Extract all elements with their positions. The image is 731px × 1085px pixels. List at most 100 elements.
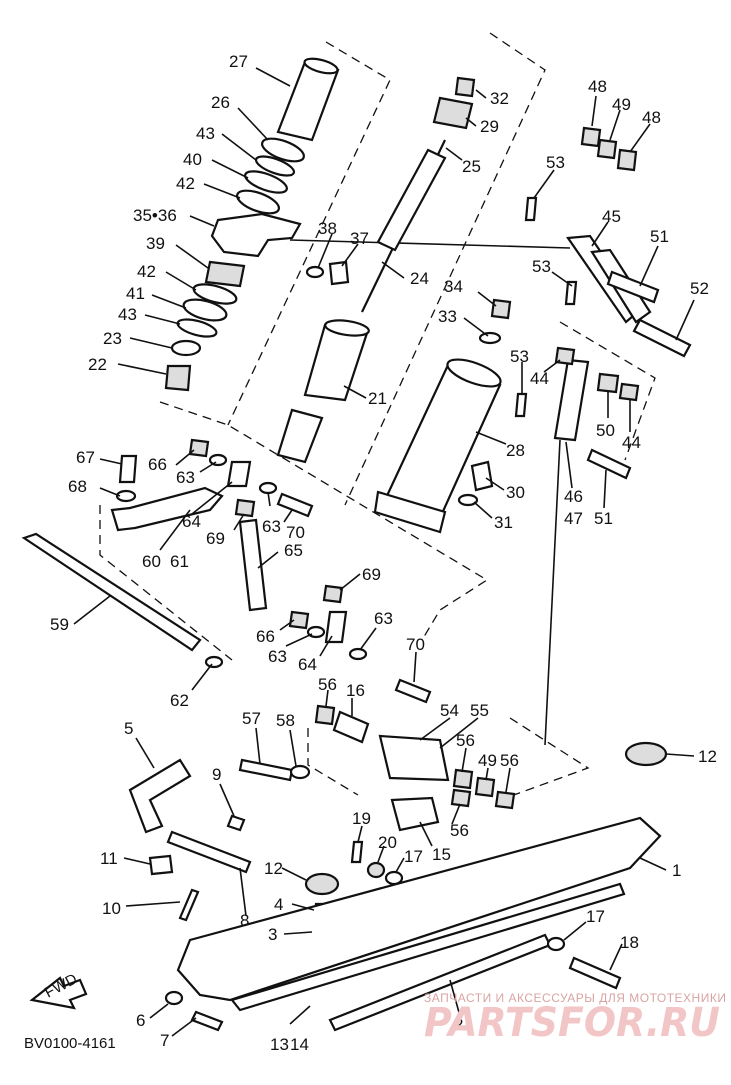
part-49-bushing — [596, 138, 618, 160]
label-63d: 63 — [374, 609, 393, 628]
label-65: 65 — [284, 541, 303, 560]
label-13: 13 — [270, 1035, 289, 1054]
label-31: 31 — [494, 513, 513, 532]
part-9-pin — [226, 814, 246, 832]
part-6-washer — [164, 990, 184, 1006]
part-31-washer — [457, 493, 479, 507]
label-42: 42 — [176, 174, 195, 193]
label-33: 33 — [438, 307, 457, 326]
label-8: 8 — [240, 911, 249, 930]
label-17b: 17 — [586, 907, 605, 926]
label-32: 32 — [490, 89, 509, 108]
part-10-bolt — [178, 888, 200, 922]
label-39: 39 — [146, 234, 165, 253]
part-51-bolt-b — [586, 448, 632, 480]
part-40-washer — [244, 170, 288, 194]
part-69-nut — [234, 498, 256, 518]
label-9: 9 — [212, 765, 221, 784]
label-66: 66 — [148, 455, 167, 474]
callout-labels: 27 26 43 40 42 35•36 39 42 41 43 23 22 3… — [50, 52, 717, 1054]
label-20: 20 — [378, 833, 397, 852]
part-44-bushing-b — [618, 382, 640, 402]
label-60: 60 — [142, 552, 161, 571]
dashed-outline-shock-right — [344, 32, 546, 506]
label-24: 24 — [410, 269, 429, 288]
part-13-14-wear-bar — [230, 882, 626, 1012]
label-49: 49 — [612, 95, 631, 114]
part-48-bushing-b — [616, 148, 638, 172]
label-62: 62 — [170, 691, 189, 710]
label-2: 2 — [454, 1015, 463, 1034]
label-11: 11 — [100, 849, 118, 868]
label-21: 21 — [368, 389, 387, 408]
part-44-bushing — [554, 346, 576, 366]
label-18: 18 — [620, 933, 639, 952]
label-15: 15 — [432, 845, 451, 864]
label-56d: 56 — [450, 821, 469, 840]
axis-line-arm — [289, 239, 571, 249]
part-56-bushing-d — [450, 788, 472, 808]
label-16: 16 — [346, 681, 365, 700]
part-24-rod-tube — [376, 148, 447, 252]
part-52-bolt — [632, 318, 692, 358]
part-34-nut — [490, 298, 512, 320]
label-69b: 69 — [362, 565, 381, 584]
part-7-screw — [190, 1010, 224, 1032]
label-3: 3 — [268, 925, 277, 944]
part-53-pin-c — [514, 392, 528, 418]
label-59: 59 — [50, 615, 69, 634]
part-69-nut-b — [322, 584, 344, 604]
part-70-bolt-b — [394, 678, 432, 704]
part-27-boot — [276, 57, 340, 142]
part-63-washer-b — [258, 481, 278, 495]
part-1-ski — [176, 816, 662, 1002]
part-63-washer-d — [348, 647, 368, 661]
part-51-bolt — [606, 270, 660, 304]
label-49b: 49 — [478, 751, 497, 770]
part-68-washer — [115, 489, 137, 503]
label-10: 10 — [102, 899, 121, 918]
label-54: 54 — [440, 701, 459, 720]
part-11-clip — [148, 854, 174, 876]
part-32-cap — [454, 76, 476, 98]
dashed-outline-shock-left — [159, 401, 489, 641]
part-39-bushing — [204, 260, 246, 288]
part-53-pin-b — [564, 280, 578, 306]
label-44: 44 — [530, 369, 549, 388]
part-58-washer — [289, 764, 311, 780]
part-41-washer — [182, 298, 228, 322]
part-12-cap-b — [304, 872, 340, 896]
label-61: 61 — [170, 552, 189, 571]
label-12: 12 — [698, 747, 717, 766]
part-35-36-bracket — [210, 212, 302, 258]
label-57: 57 — [242, 709, 261, 728]
dashed-outline-bottom-right — [499, 717, 590, 801]
part-59-shaft — [21, 532, 202, 652]
label-41: 41 — [126, 284, 145, 303]
label-69: 69 — [206, 529, 225, 548]
part-53-pin — [524, 196, 538, 222]
label-1: 1 — [672, 861, 681, 880]
label-70: 70 — [286, 523, 305, 542]
part-15-block — [390, 796, 440, 832]
label-56c: 56 — [500, 751, 519, 770]
part-22-collar — [164, 364, 192, 392]
label-58: 58 — [276, 711, 295, 730]
label-43b: 43 — [118, 305, 137, 324]
part-5-handle — [128, 758, 192, 834]
part-19-pin — [350, 840, 364, 864]
leader-lines — [73, 67, 695, 1037]
label-19: 19 — [352, 809, 371, 828]
label-43: 43 — [196, 124, 215, 143]
label-55: 55 — [470, 701, 489, 720]
label-56: 56 — [318, 675, 337, 694]
diagram-code: BV0100-4161 — [24, 1035, 116, 1052]
label-35-36: 35•36 — [133, 206, 177, 225]
part-12-cap — [624, 741, 668, 767]
part-65-tie-rod — [238, 518, 268, 612]
part-66-nut-b — [288, 610, 310, 630]
part-60-61-steering-arm — [110, 486, 224, 532]
part-20-nut — [366, 861, 386, 879]
part-17-washer-b — [546, 936, 566, 952]
part-67-bolt — [118, 454, 138, 484]
